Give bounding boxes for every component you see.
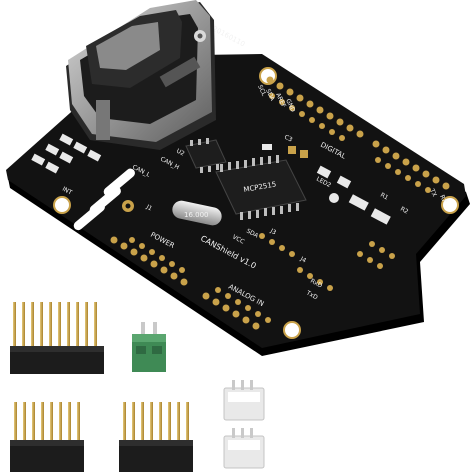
sda-label: SDA xyxy=(264,88,276,103)
c3-label: C3 xyxy=(283,134,294,144)
date-code-label: 20160110 xyxy=(211,25,246,49)
rx-label: RX xyxy=(438,194,448,204)
can-transceiver-chip xyxy=(185,138,227,173)
stacking-header-8pin-a xyxy=(10,402,84,472)
digital-header-pads-inner xyxy=(269,93,431,193)
db9-connector xyxy=(66,0,216,150)
jumper-slots xyxy=(73,168,135,231)
crystal-oscillator: 16.000 xyxy=(172,200,222,226)
r2-label: R2 xyxy=(399,206,409,216)
scl-label: SCL xyxy=(256,84,267,98)
j3-label: J3 xyxy=(268,227,277,236)
smd-parts-right xyxy=(262,144,391,225)
j1-label: J1 xyxy=(144,203,153,212)
stacking-header-10pin xyxy=(10,302,104,374)
smd-resistor-cluster xyxy=(31,133,102,174)
can-controller-chip: MCP2515 xyxy=(215,155,307,220)
grove-pads xyxy=(259,233,395,291)
r1-label: R1 xyxy=(379,192,389,202)
u2-label: U2 xyxy=(175,148,186,158)
int-label: INT xyxy=(61,186,73,197)
mounting-holes xyxy=(53,67,459,339)
white-grove-connector-b xyxy=(223,428,265,469)
digital-header-pads xyxy=(266,76,450,190)
j4-label: J4 xyxy=(298,255,307,264)
can-shield-board: 16.000 MCP251 xyxy=(6,0,470,356)
tx-label: TX xyxy=(428,187,438,198)
stacking-header-8pin-b xyxy=(119,402,193,472)
crystal-label: 16.000 xyxy=(184,211,209,219)
white-grove-connector-a xyxy=(223,380,265,421)
power-analog-header-pads xyxy=(110,236,271,330)
green-screw-terminal xyxy=(132,322,166,372)
